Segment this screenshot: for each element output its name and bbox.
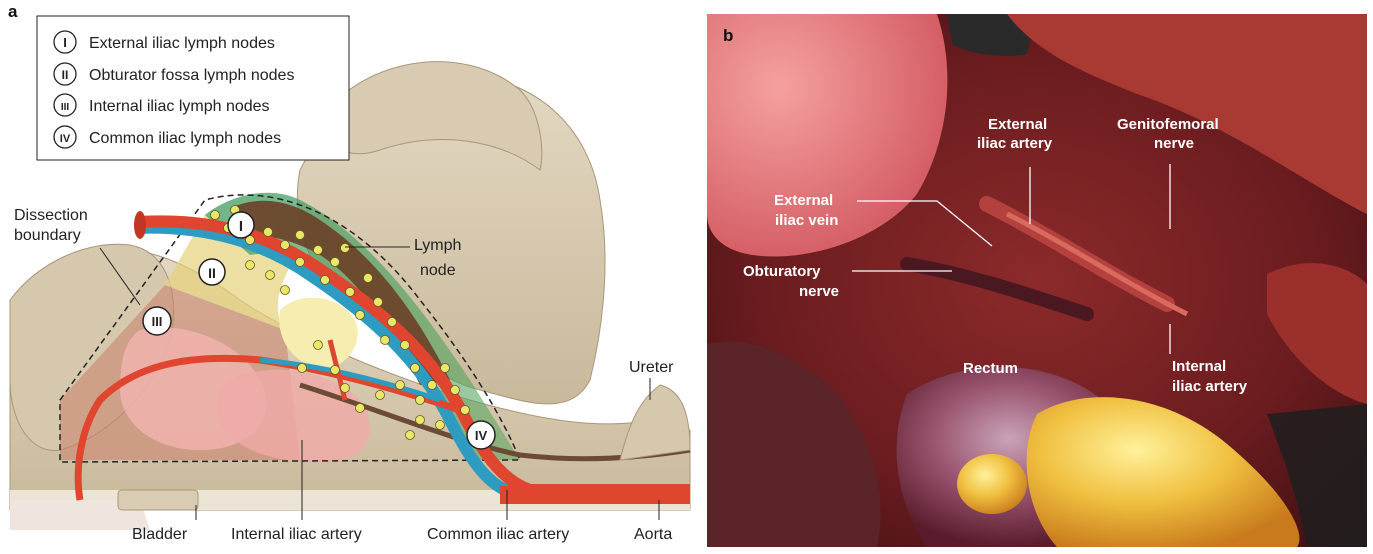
panel-letter-a: a [8,2,17,22]
zone-marker-II: II [199,259,225,285]
zone-marker-IV: IV [467,421,495,449]
svg-text:III: III [61,102,70,113]
svg-text:III: III [152,314,163,329]
bladder-label: Bladder [132,526,188,543]
zone-marker-III: III [143,307,171,335]
dissection-boundary-label-1: Dissection [14,207,88,224]
panel-b-surgical-photo: External iliac artery Genitofemoral nerv… [707,14,1367,547]
svg-text:External iliac lymph nodes: External iliac lymph nodes [89,35,275,52]
dissection-boundary-label-2: boundary [14,227,81,244]
external-iliac-artery-label-2: iliac artery [977,135,1053,152]
svg-text:IV: IV [60,133,71,145]
external-iliac-artery-label-1: External [988,116,1047,133]
pelvic-anatomy-illustration: I II III IV I External iliac lymph nodes… [0,0,700,549]
aorta-label: Aorta [634,526,672,543]
lymph-node-label-1: Lymph [414,237,461,254]
panel-letter-b: b [723,26,733,46]
svg-text:I: I [239,218,243,235]
internal-iliac-artery-photo-label-1: Internal [1172,358,1226,375]
svg-text:II: II [208,265,216,281]
fat-blob [957,454,1027,514]
genitofemoral-nerve-label-1: Genitofemoral [1117,116,1219,133]
svg-text:Internal iliac lymph nodes: Internal iliac lymph nodes [89,98,270,115]
svg-text:II: II [62,68,69,82]
svg-text:Common iliac lymph nodes: Common iliac lymph nodes [89,130,281,147]
genitofemoral-nerve-label-2: nerve [1154,135,1194,152]
legend-item-IV: IV Common iliac lymph nodes [54,126,281,148]
svg-text:Obturator fossa lymph nodes: Obturator fossa lymph nodes [89,67,294,84]
obturatory-nerve-label-1: Obturatory [743,263,821,280]
artery-cut-end [134,211,146,239]
svg-text:I: I [63,35,67,50]
internal-iliac-artery-photo-label-2: iliac artery [1172,378,1248,395]
external-iliac-vein-label-1: External [774,192,833,209]
legend-box: I External iliac lymph nodes II Obturato… [37,16,349,160]
ureter-label: Ureter [629,359,674,376]
rectum-label: Rectum [963,360,1018,377]
external-iliac-vein-label-2: iliac vein [775,212,838,229]
svg-text:IV: IV [475,428,488,443]
legend-item-II: II Obturator fossa lymph nodes [54,63,294,85]
internal-iliac-artery-label: Internal iliac artery [231,526,362,543]
common-iliac-artery-label: Common iliac artery [427,526,569,543]
lymph-node-label-2: node [420,262,456,279]
obturatory-nerve-label-2: nerve [799,283,839,300]
zone-marker-I: I [228,212,254,238]
panel-a-anatomical-diagram: I II III IV I External iliac lymph nodes… [0,0,700,549]
bladder-shape [118,490,198,510]
surgical-photograph: External iliac artery Genitofemoral nerv… [707,14,1367,547]
